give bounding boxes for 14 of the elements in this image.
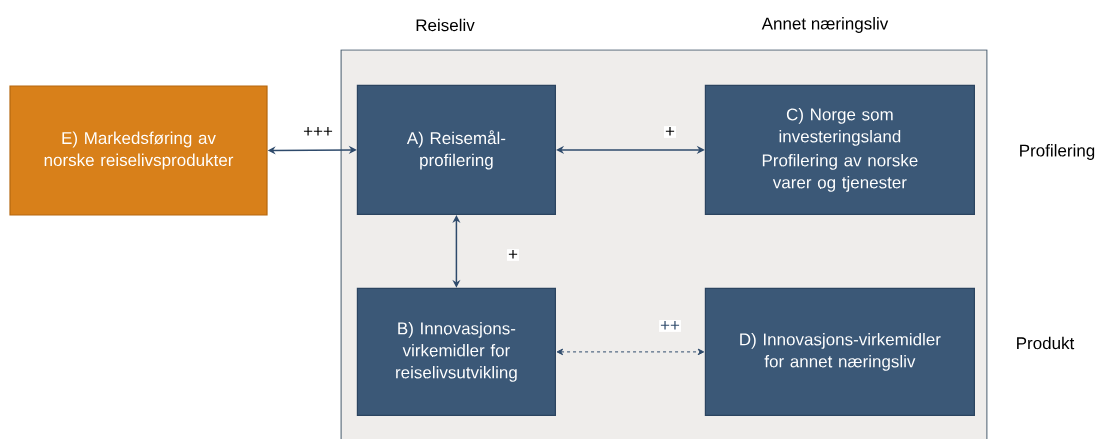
edge-label: + (664, 126, 676, 138)
process-box: A) Reisemål-profilering (356, 84, 556, 215)
column-header: Annet næringsliv (761, 17, 889, 33)
edge-label: + (507, 249, 519, 261)
row-header: Profilering (1020, 144, 1095, 160)
process-box: E) Markedsføring av norske reiselivsprodukter (9, 85, 268, 216)
row-header: Produkt (1017, 336, 1075, 350)
edge-label: ++ (659, 320, 681, 332)
arrow (556, 348, 705, 356)
process-box: C) Norge som investeringsland Profilering av norske varer og tjenester (704, 84, 975, 215)
process-box: B) Innovasjons-virkemidler for reiselivsutvikling (356, 287, 556, 416)
column-header: Reiseliv (416, 18, 475, 32)
edge-label: +++ (302, 126, 334, 138)
process-box: D) Innovasjons-virkemidler for annet næringsliv (704, 287, 975, 416)
